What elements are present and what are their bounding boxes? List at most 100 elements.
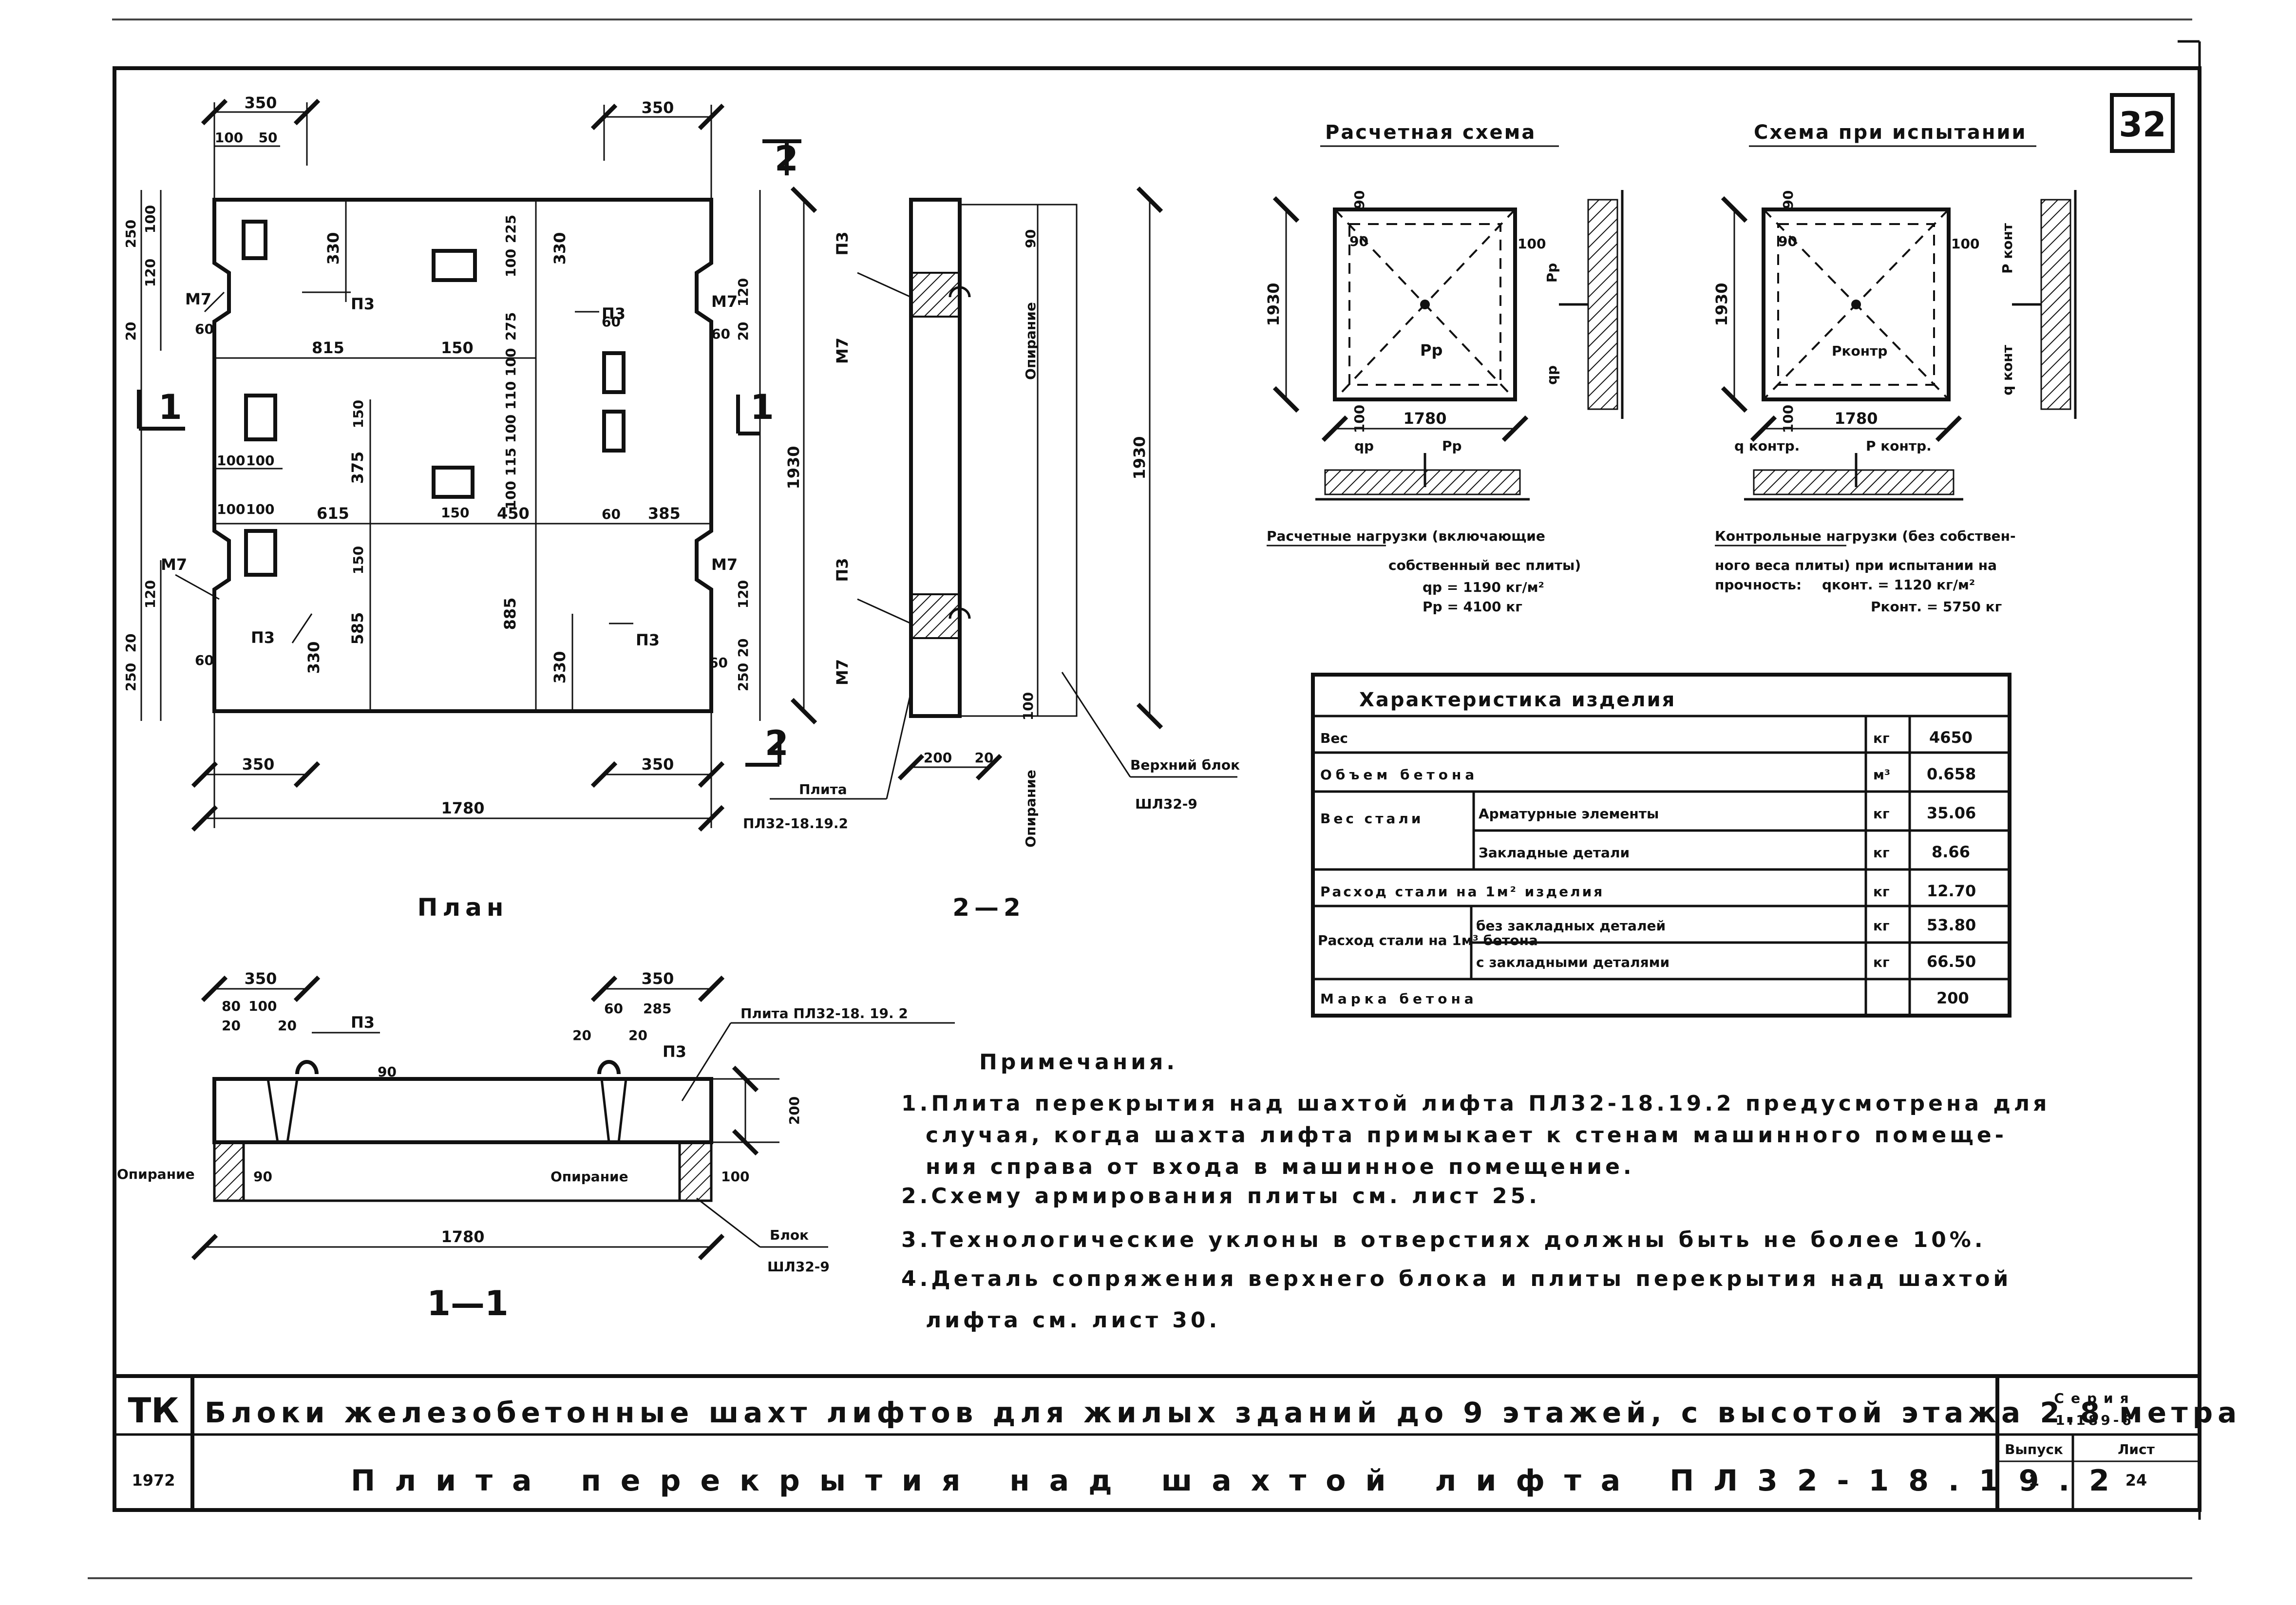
svg-text:0.658: 0.658 xyxy=(1927,765,1976,783)
svg-text:Опирание: Опирание xyxy=(1023,770,1039,848)
svg-text:100: 100 xyxy=(1518,236,1546,252)
svg-text:100: 100 xyxy=(142,205,158,233)
svg-text:2: 2 xyxy=(765,723,789,763)
svg-text:20: 20 xyxy=(222,1018,241,1034)
svg-text:1930: 1930 xyxy=(1712,283,1731,326)
svg-text:885: 885 xyxy=(501,598,519,630)
svg-text:330: 330 xyxy=(550,232,569,265)
sheet-number: 32 xyxy=(2119,105,2166,145)
svg-text:90: 90 xyxy=(1349,233,1368,249)
svg-text:1930: 1930 xyxy=(1130,436,1149,479)
svg-text:1780: 1780 xyxy=(441,1227,484,1246)
svg-text:Плита ПЛ32-18. 19. 2: Плита ПЛ32-18. 19. 2 xyxy=(740,1005,908,1021)
svg-text:330: 330 xyxy=(304,642,323,674)
svg-text:100: 100 xyxy=(1020,692,1036,720)
svg-text:815: 815 xyxy=(312,339,344,357)
svg-text:90: 90 xyxy=(253,1169,272,1185)
svg-text:585: 585 xyxy=(348,612,367,645)
test-scheme-title: Схема при испытании xyxy=(1754,121,2027,144)
svg-text:200: 200 xyxy=(924,750,952,766)
svg-text:1780: 1780 xyxy=(1834,409,1878,428)
svg-text:3.Технологические уклоны в отв: 3.Технологические уклоны в отверстиях до… xyxy=(901,1227,1986,1252)
svg-text:100: 100 xyxy=(1951,236,1979,252)
svg-text:24: 24 xyxy=(2125,1471,2147,1490)
svg-text:П3: П3 xyxy=(833,231,852,255)
svg-text:375: 375 xyxy=(348,452,367,484)
svg-text:P конт: P конт xyxy=(1999,223,2015,274)
svg-text:ШЛ32-9: ШЛ32-9 xyxy=(767,1259,830,1275)
section-1-1-view: 350 80 100 20 20 П3 350 60 285 20 20 П3 … xyxy=(117,969,955,1323)
svg-text:20: 20 xyxy=(735,322,751,341)
svg-text:ШЛ32-9: ШЛ32-9 xyxy=(1135,796,1197,812)
svg-text:Pконтр: Pконтр xyxy=(1832,343,1887,359)
svg-text:330: 330 xyxy=(550,651,569,684)
svg-text:90: 90 xyxy=(378,1064,397,1080)
svg-text:М7: М7 xyxy=(711,555,738,574)
svg-text:Опирание: Опирание xyxy=(1023,302,1039,380)
svg-text:90: 90 xyxy=(1778,233,1797,249)
svg-text:Арматурные элементы: Арматурные элементы xyxy=(1479,806,1659,822)
svg-text:П3: П3 xyxy=(251,628,275,647)
svg-text:150: 150 xyxy=(441,505,469,521)
svg-text:ния справа от входа в машинное: ния справа от входа в машинное помещение… xyxy=(926,1154,1635,1179)
svg-text:100: 100 xyxy=(721,1169,749,1185)
calc-scheme: Расчетная схема Pp 90 90 100 100 1930 17… xyxy=(1264,121,1624,615)
svg-text:1930: 1930 xyxy=(1264,283,1283,326)
svg-text:q контр.: q контр. xyxy=(1734,438,1800,454)
svg-text:150: 150 xyxy=(441,339,474,357)
svg-text:60: 60 xyxy=(602,314,621,330)
plan-holes xyxy=(242,220,626,577)
characteristics-title: Характеристика изделия xyxy=(1359,689,1676,711)
svg-text:20: 20 xyxy=(123,322,139,341)
svg-text:М7: М7 xyxy=(185,290,211,308)
svg-text:120: 120 xyxy=(142,580,158,608)
svg-text:250: 250 xyxy=(123,220,139,248)
svg-text:20: 20 xyxy=(735,639,751,658)
notes-block: Примечания. 1.Плита перекрытия над шахто… xyxy=(901,1050,2047,1333)
svg-text:кг: кг xyxy=(1873,730,1890,746)
svg-text:4.Деталь сопряжения верхнего б: 4.Деталь сопряжения верхнего блока и пли… xyxy=(901,1266,2011,1291)
svg-text:50: 50 xyxy=(259,130,278,146)
section22-title: 2—2 xyxy=(952,893,1025,922)
svg-text:П3: П3 xyxy=(351,295,375,313)
svg-text:100: 100 xyxy=(215,130,243,146)
svg-text:кг: кг xyxy=(1873,954,1890,970)
svg-text:350: 350 xyxy=(642,98,674,117)
svg-text:Pp: Pp xyxy=(1420,341,1442,359)
characteristics-table: Характеристика изделия Вес кг 4650 Объем… xyxy=(1311,673,2011,1018)
svg-text:100: 100 xyxy=(503,249,519,277)
svg-text:120: 120 xyxy=(735,278,751,306)
svg-text:П3: П3 xyxy=(636,631,660,649)
svg-text:Марка бетона: Марка бетона xyxy=(1320,991,1478,1007)
svg-text:275: 275 xyxy=(503,312,519,340)
svg-text:350: 350 xyxy=(245,94,277,112)
svg-text:2.Схему армирования плиты см.: 2.Схему армирования плиты см. лист 25. xyxy=(901,1184,1540,1208)
svg-text:66.50: 66.50 xyxy=(1927,952,1976,971)
svg-text:М7: М7 xyxy=(833,659,852,685)
svg-text:1972: 1972 xyxy=(132,1471,175,1490)
svg-text:90: 90 xyxy=(1780,190,1796,209)
svg-text:60: 60 xyxy=(195,321,214,337)
svg-text:1: 1 xyxy=(2029,1471,2039,1490)
svg-text:кг: кг xyxy=(1873,845,1890,861)
test-scheme: Схема при испытании Pконтр 90 90 100 100… xyxy=(1712,121,2077,615)
svg-text:285: 285 xyxy=(643,1001,671,1017)
notes-title: Примечания. xyxy=(979,1050,1178,1075)
svg-text:12.70: 12.70 xyxy=(1927,882,1976,900)
svg-text:прочность:: прочность: xyxy=(1715,577,1802,593)
svg-text:qp = 1190 кг/м²: qp = 1190 кг/м² xyxy=(1423,579,1544,595)
svg-text:53.80: 53.80 xyxy=(1927,916,1976,934)
svg-text:П3: П3 xyxy=(663,1042,686,1061)
svg-text:250: 250 xyxy=(123,663,139,691)
svg-text:P контр.: P контр. xyxy=(1866,438,1932,454)
svg-text:100: 100 xyxy=(217,501,245,517)
svg-text:150: 150 xyxy=(350,546,366,574)
plan-title: План xyxy=(417,893,509,922)
svg-text:200: 200 xyxy=(1936,989,1969,1007)
svg-text:250: 250 xyxy=(735,663,751,691)
svg-text:1930: 1930 xyxy=(784,446,803,489)
svg-text:Расход стали на 1м³ бетона: Расход стали на 1м³ бетона xyxy=(1318,932,1538,948)
svg-text:90: 90 xyxy=(1351,190,1367,209)
svg-text:Расход стали на 1м² изделия: Расход стали на 1м² изделия xyxy=(1320,884,1604,900)
svg-text:Pp = 4100 кг: Pp = 4100 кг xyxy=(1423,599,1522,615)
